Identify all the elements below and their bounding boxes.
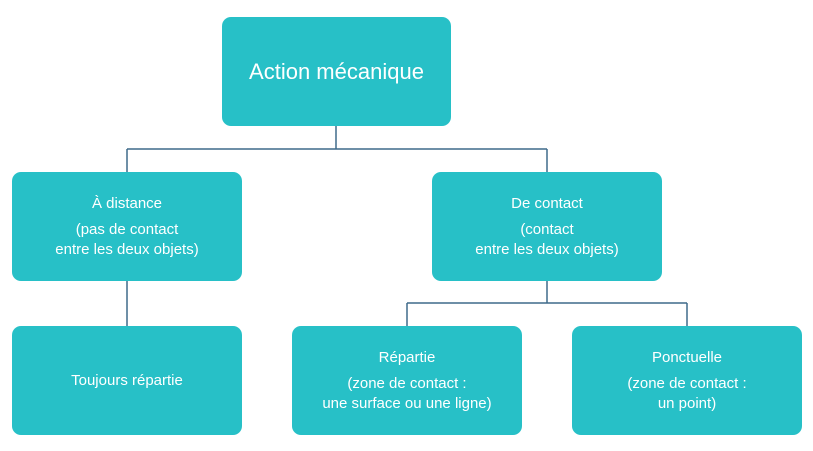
node-ponctuelle-subtitle-line1: (zone de contact : bbox=[627, 374, 747, 392]
node-toujours-repartie-title: Toujours répartie bbox=[71, 371, 183, 389]
node-a-distance-subtitle: (pas de contact entre les deux objets) bbox=[55, 220, 198, 260]
node-ponctuelle: Ponctuelle (zone de contact : un point) bbox=[572, 326, 802, 435]
node-ponctuelle-subtitle-line2: un point) bbox=[657, 394, 717, 412]
node-repartie: Répartie (zone de contact : une surface … bbox=[292, 326, 522, 435]
node-ponctuelle-title: Ponctuelle bbox=[651, 348, 723, 366]
node-ponctuelle-subtitle: (zone de contact : un point) bbox=[627, 374, 746, 414]
node-repartie-subtitle: (zone de contact : une surface ou une li… bbox=[322, 374, 491, 414]
node-a-distance-title: À distance bbox=[91, 194, 163, 212]
node-a-distance: À distance (pas de contact entre les deu… bbox=[12, 172, 242, 281]
node-toujours-repartie: Toujours répartie bbox=[12, 326, 242, 435]
node-de-contact-title: De contact bbox=[511, 194, 583, 212]
node-a-distance-subtitle-line2: entre les deux objets) bbox=[55, 240, 199, 258]
node-de-contact-subtitle: (contact entre les deux objets) bbox=[475, 220, 618, 260]
node-action-mecanique: Action mécanique bbox=[222, 17, 451, 126]
node-repartie-title: Répartie bbox=[378, 348, 436, 366]
node-de-contact-subtitle-line1: (contact bbox=[520, 220, 574, 238]
node-a-distance-subtitle-line1: (pas de contact bbox=[75, 220, 179, 238]
node-repartie-subtitle-line2: une surface ou une ligne) bbox=[322, 394, 492, 412]
node-de-contact-subtitle-line2: entre les deux objets) bbox=[475, 240, 619, 258]
node-action-mecanique-title: Action mécanique bbox=[249, 58, 424, 84]
node-de-contact: De contact (contact entre les deux objet… bbox=[432, 172, 662, 281]
node-repartie-subtitle-line1: (zone de contact : bbox=[347, 374, 467, 392]
